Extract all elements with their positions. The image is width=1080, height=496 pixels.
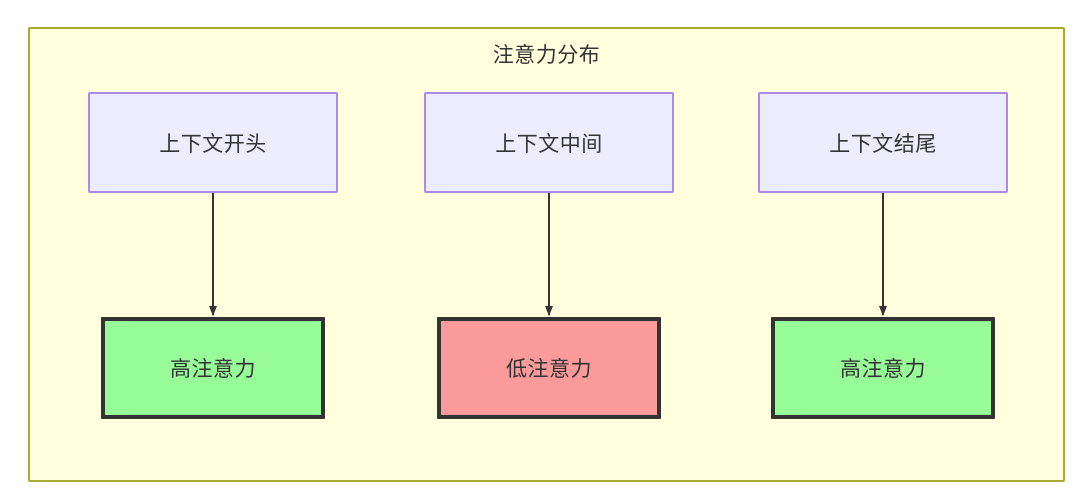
node-attention-begin[interactable]: 高注意力 <box>101 317 325 419</box>
node-context-begin[interactable]: 上下文开头 <box>88 92 338 193</box>
node-attention-middle[interactable]: 低注意力 <box>437 317 661 419</box>
node-attention-end[interactable]: 高注意力 <box>771 317 995 419</box>
subgraph-title: 注意力分布 <box>492 44 601 67</box>
node-context-end[interactable]: 上下文结尾 <box>758 92 1008 193</box>
node-context-middle[interactable]: 上下文中间 <box>424 92 674 193</box>
